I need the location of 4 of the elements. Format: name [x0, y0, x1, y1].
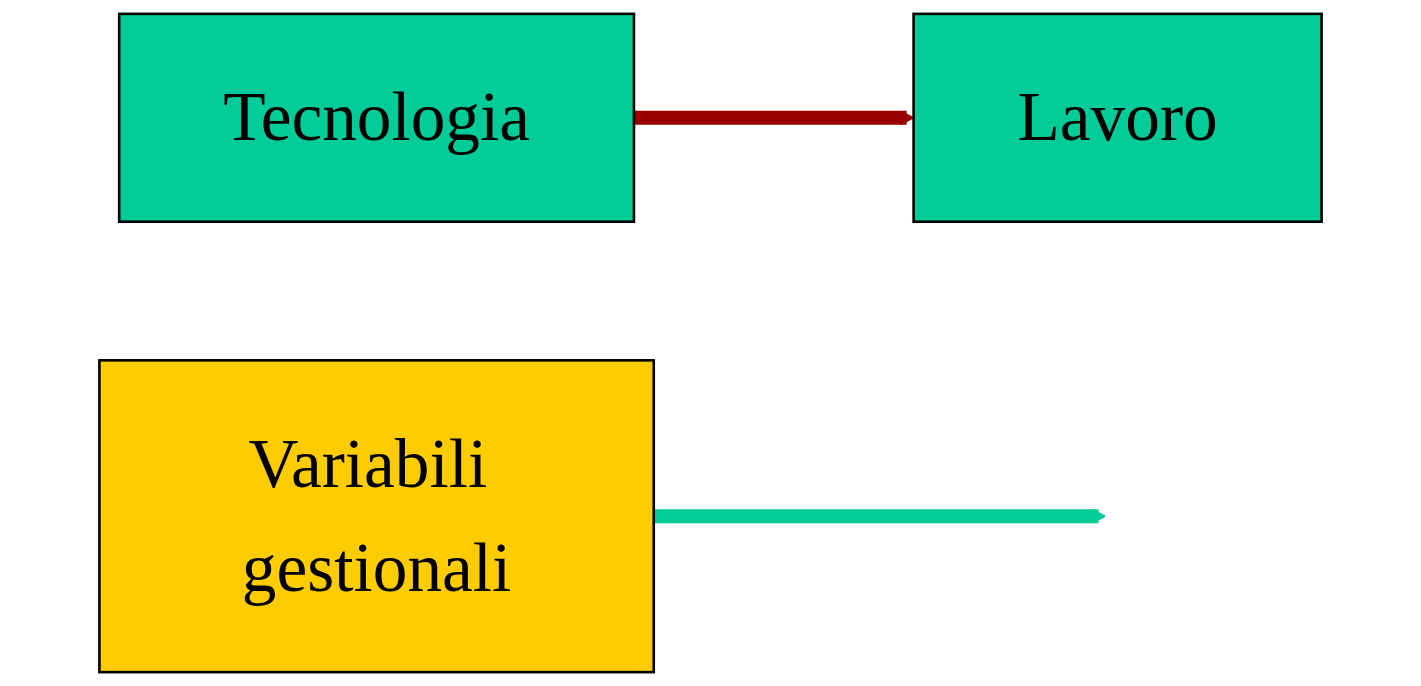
node-label: Lavoro	[1017, 76, 1218, 158]
node-label: Variabili gestionali	[240, 423, 513, 609]
node-label: Tecnologia	[223, 76, 530, 158]
block-arrow	[653, 508, 1107, 524]
